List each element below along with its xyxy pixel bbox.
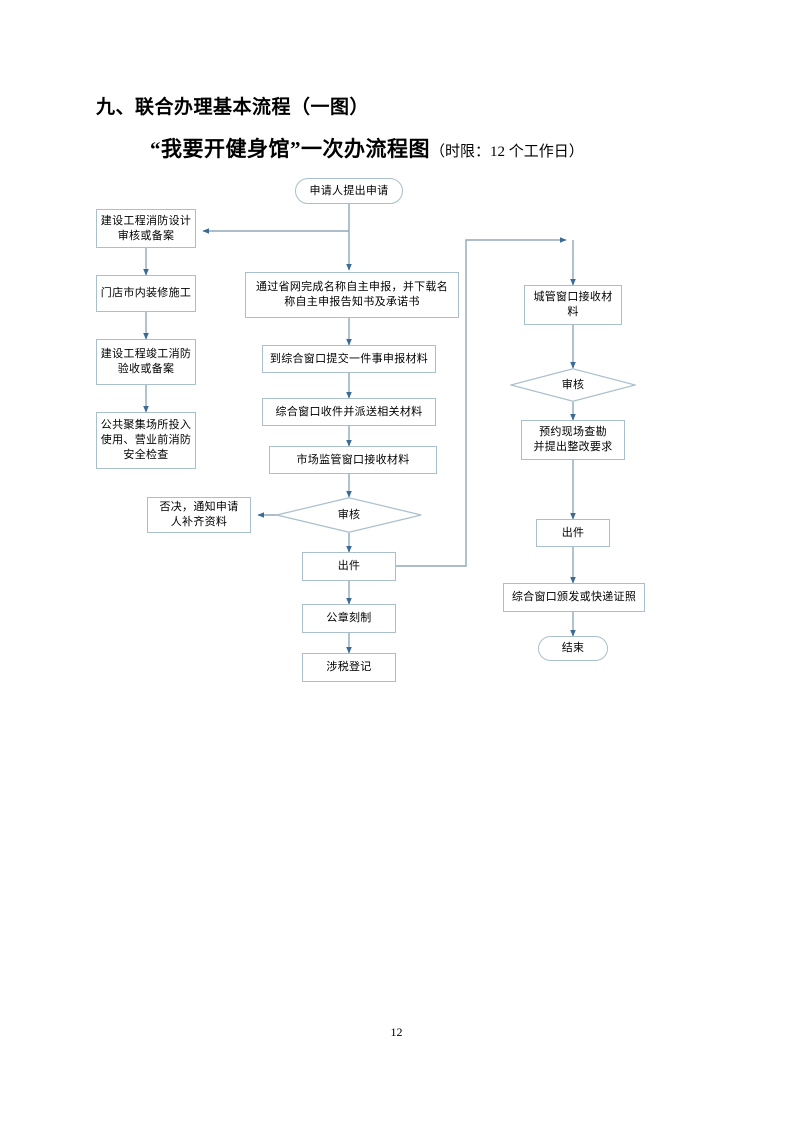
line-1: 建设工程竣工消防 [100,348,192,360]
node-store-fitout[interactable]: 门店市内装修施工 [96,275,196,312]
line-2: 人补齐资料 [170,516,228,528]
node-public-venue-check[interactable]: 公共聚集场所投入 使用、营业前消防 安全检查 [96,412,196,469]
line-2: 使用、营业前消防 [100,434,192,446]
node-seal-engraving[interactable]: 公章刻制 [302,604,396,633]
diamond-shape [510,368,636,402]
node-start[interactable]: 申请人提出申请 [295,178,403,204]
line-1: 预约现场查勘 [539,426,607,438]
line-3: 安全检查 [123,449,169,461]
node-review-right[interactable]: 审核 [510,368,636,402]
node-reject-notify-applicant[interactable]: 否决，通知申请 人补齐资料 [147,497,251,533]
line-1: 通过省网完成名称自主申报，并下载名 [255,281,449,293]
diamond-shape [276,497,422,533]
node-site-survey-rectification[interactable]: 预约现场查勘 并提出整改要求 [521,420,625,460]
node-review-center[interactable]: 审核 [276,497,422,533]
line-2: 验收或备案 [117,363,175,375]
line-2: 审核或备案 [117,229,175,242]
node-fire-design-label: 建设工程消防设计 审核或备案 [101,214,191,244]
node-fire-design[interactable]: 建设工程消防设计 审核或备案 [96,209,196,248]
node-fire-acceptance[interactable]: 建设工程竣工消防 验收或备案 [96,339,196,385]
node-reject-label: 否决，通知申请 人补齐资料 [159,500,238,530]
node-urban-management-window-label: 城管窗口接收材 料 [533,290,612,320]
line-2: 料 [567,306,579,318]
node-license-issue-or-express[interactable]: 综合窗口颁发或快递证照 [503,583,645,612]
node-review-right-label: 审核 [561,378,585,391]
chart-title-sub: （时限：12 个工作日） [430,144,584,160]
node-receive-and-dispatch[interactable]: 综合窗口收件并派送相关材料 [262,398,436,426]
line-2: 称自主申报告知书及承诺书 [284,296,420,308]
node-end[interactable]: 结束 [538,636,608,661]
node-public-venue-check-label: 公共聚集场所投入 使用、营业前消防 安全检查 [101,418,191,463]
node-urban-management-window[interactable]: 城管窗口接收材 料 [524,285,622,325]
node-submit-one-thing-materials[interactable]: 到综合窗口提交一件事申报材料 [262,345,436,373]
node-name-declaration-label: 通过省网完成名称自主申报，并下载名 称自主申报告知书及承诺书 [256,280,448,310]
node-review-center-label: 审核 [337,508,361,521]
line-1: 建设工程消防设计 [100,214,192,227]
node-site-survey-label: 预约现场查勘 并提出整改要求 [533,425,612,455]
node-fire-acceptance-label: 建设工程竣工消防 验收或备案 [101,347,191,377]
chart-title: “我要开健身馆”一次办流程图（时限：12 个工作日） [150,133,584,163]
line-1: 城管窗口接收材 [533,291,613,303]
chart-title-main: “我要开健身馆”一次办流程图 [150,137,430,161]
node-name-declaration[interactable]: 通过省网完成名称自主申报，并下载名 称自主申报告知书及承诺书 [245,272,459,318]
line-2: 并提出整改要求 [533,441,613,453]
node-market-supervision-window[interactable]: 市场监管窗口接收材料 [269,446,437,474]
page-number: 12 [390,1025,403,1039]
node-issue-right[interactable]: 出件 [536,519,610,547]
line-1: 否决，通知申请 [159,501,239,513]
node-issue-center[interactable]: 出件 [302,552,396,581]
section-heading: 九、联合办理基本流程（一图） [96,97,370,118]
node-tax-registration[interactable]: 涉税登记 [302,653,396,682]
line-1: 公共聚集场所投入 [100,419,192,431]
